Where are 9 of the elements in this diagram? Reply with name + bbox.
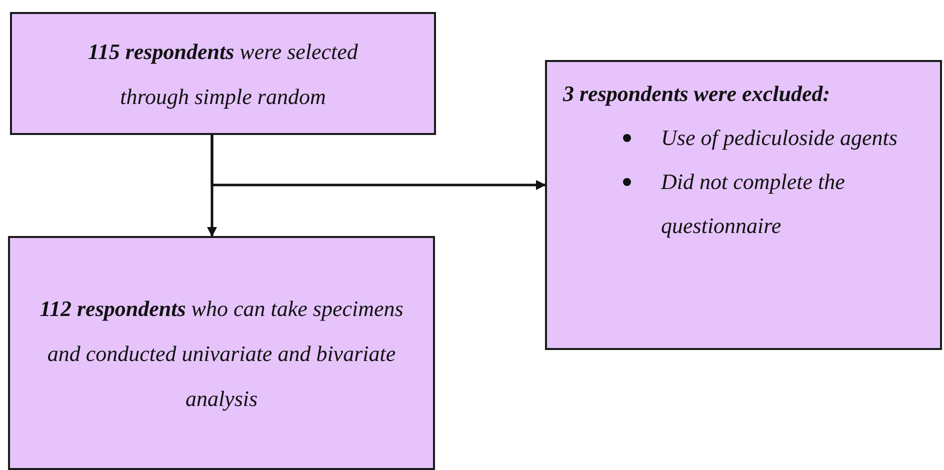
bullet-item: Use of pediculoside agents: [661, 124, 898, 152]
box-text: 115 respondents were selected through simple random: [87, 38, 359, 111]
box-text: 112 respondents who can take specimens and conducted univariate and bivariate analysis: [38, 294, 404, 413]
process-box: [10, 12, 436, 135]
arrow: [210, 135, 546, 190]
box-heading: 3 respondents were excluded:: [563, 80, 830, 108]
process-box: [545, 60, 942, 350]
bullet-item: Did not complete the questionnaire: [661, 168, 846, 240]
process-box: [8, 236, 435, 470]
